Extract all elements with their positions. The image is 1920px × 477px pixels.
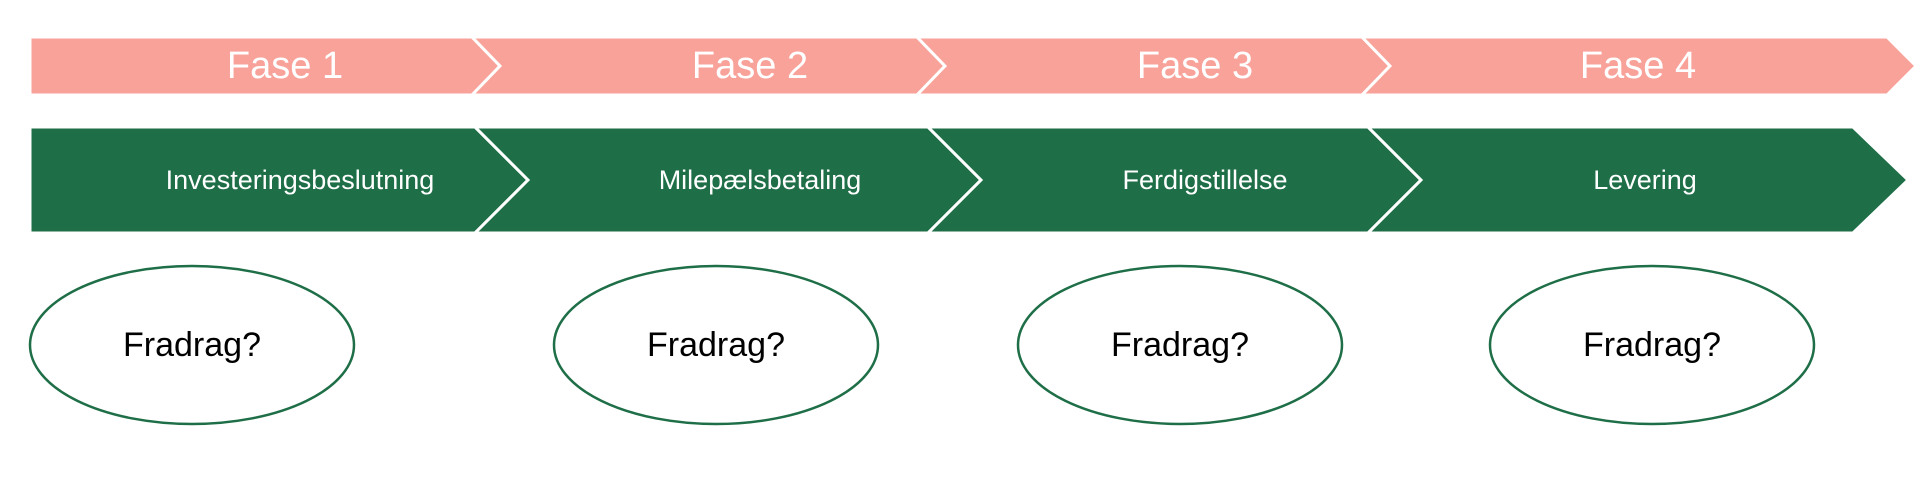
phase-label-1: Fase 1 <box>227 45 343 87</box>
step-label-3: Ferdigstillelse <box>1122 165 1287 195</box>
oval-label-2: Fradrag? <box>647 326 785 364</box>
step-label-2: Milepælsbetaling <box>659 165 862 195</box>
phase-chevron-4 <box>1358 35 1919 97</box>
oval-label-3: Fradrag? <box>1111 326 1249 364</box>
step-row: Investeringsbeslutning Milepælsbetaling … <box>28 125 1911 235</box>
oval-2 <box>552 264 880 426</box>
phase-label-4: Fase 4 <box>1580 45 1696 87</box>
phase-label-2: Fase 2 <box>692 45 808 87</box>
phase-row: Fase 1 Fase 2 Fase 3 Fase 4 <box>28 35 1919 97</box>
oval-4 <box>1488 264 1816 426</box>
oval-3 <box>1016 264 1344 426</box>
oval-row: Fradrag? Fradrag? Fradrag? Fradrag? <box>28 264 1816 426</box>
oval-label-4: Fradrag? <box>1583 326 1721 364</box>
step-label-4: Levering <box>1593 165 1697 195</box>
phase-label-3: Fase 3 <box>1137 45 1253 87</box>
oval-label-1: Fradrag? <box>123 326 261 364</box>
oval-1 <box>28 264 356 426</box>
step-label-1: Investeringsbeslutning <box>166 165 435 195</box>
step-chevron-4 <box>1364 125 1911 235</box>
